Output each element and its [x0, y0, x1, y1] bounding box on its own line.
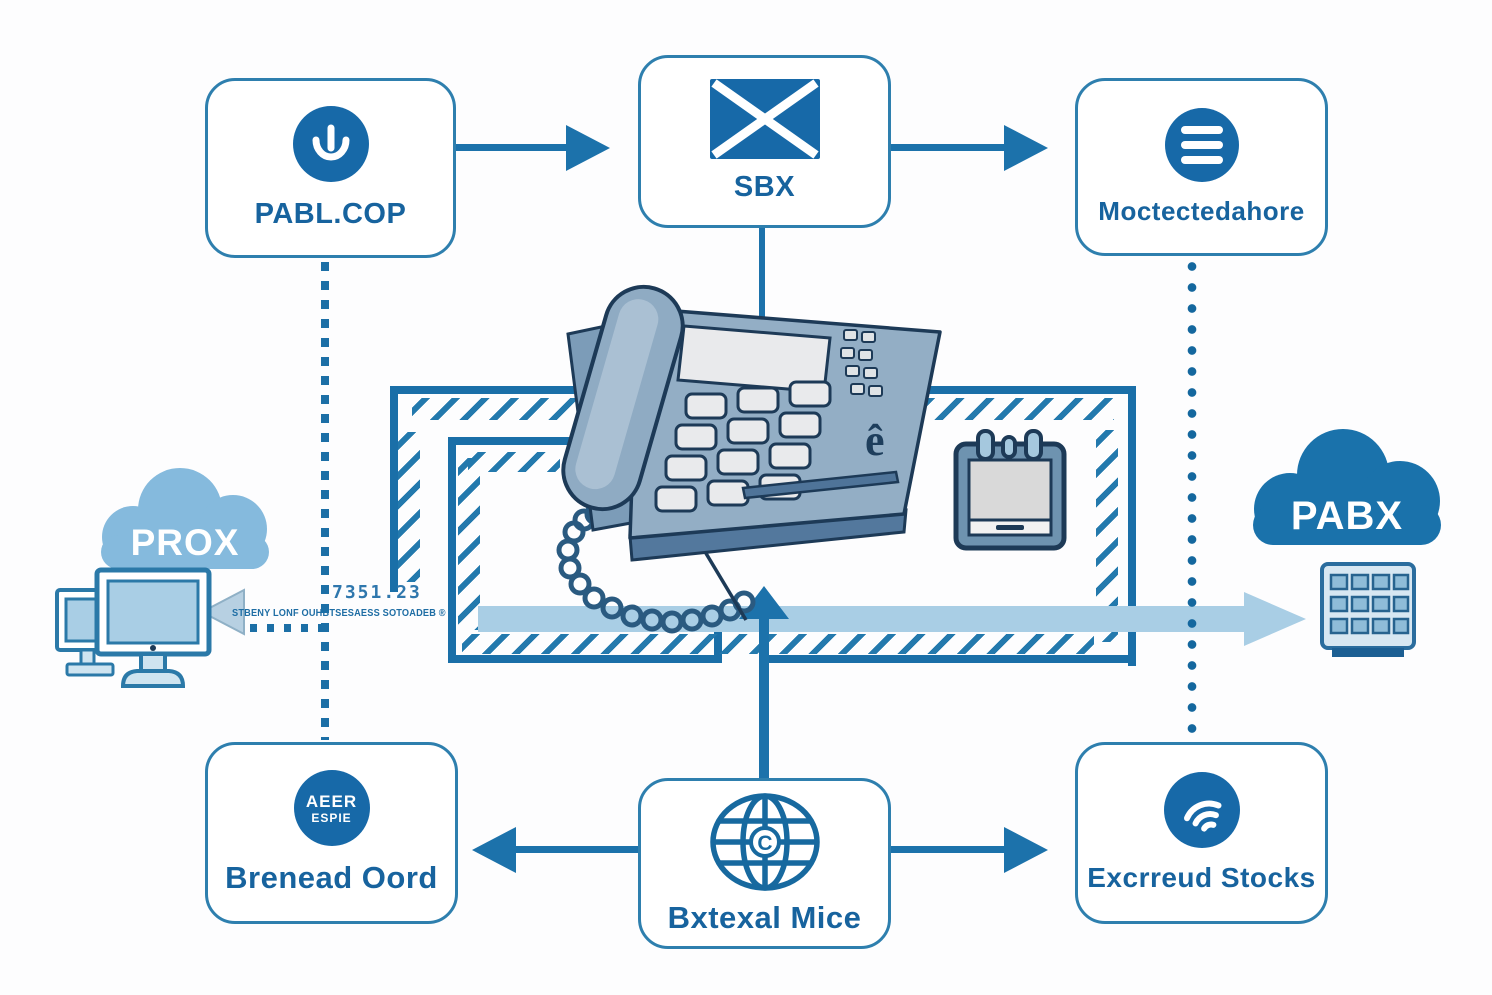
node-top-left: PABL.COP [205, 78, 456, 258]
node-bottom-left: AEER ESPIE Brenead Oord [205, 742, 458, 924]
inner-box-bottom-border [448, 655, 720, 663]
cloud-pabx: PABX [1253, 429, 1441, 545]
cloud-pabx-label: PABX [1291, 494, 1403, 538]
small-left-arrow-icon [200, 588, 245, 636]
envelope-icon [709, 79, 820, 159]
node-bottom-center-label: Bxtexal Mice [667, 899, 862, 935]
wifi-icon [1163, 772, 1240, 848]
inner-box-left-border [448, 437, 456, 663]
outer-box-bottom-border-right [762, 655, 1132, 663]
cloud-prox: PROX [101, 468, 269, 569]
cloud-prox-label: PROX [131, 522, 240, 563]
arrow-center-to-bottomright-head [1004, 827, 1048, 873]
dotted-trail [250, 624, 334, 632]
desk-phone-illustration [556, 284, 942, 634]
hatch-bottom-row [462, 634, 1094, 654]
hatch-right-column [1096, 430, 1118, 642]
arrow-sbx-to-topright-line [888, 144, 1006, 151]
dotted-line-right [1187, 256, 1197, 742]
outer-box-right-border [1128, 386, 1136, 666]
node-bottom-right-label: Excrreud Stocks [1087, 862, 1316, 893]
arrow-sbx-to-topright-head [1004, 125, 1048, 171]
node-top-right: Moctectedahore [1075, 78, 1328, 256]
node-bottom-left-label: Brenead Oord [225, 860, 438, 895]
hatch-inner-top-row [468, 452, 560, 472]
arrow-center-to-bottomleft-line [514, 846, 638, 853]
node-top-center-label: SBX [733, 171, 796, 203]
building-icon [1320, 562, 1416, 657]
up-arrow-shaft [759, 616, 769, 782]
node-top-center: SBX [638, 55, 891, 228]
computers-icon [55, 567, 212, 688]
node-bottom-right: Excrreud Stocks [1075, 742, 1328, 924]
arrow-topleft-to-sbx-head [566, 125, 610, 171]
flow-band-arrowhead [1244, 592, 1306, 646]
annotation-fine-print: STBENY LONF OUHBTSESAESS SOTOADEB ® [232, 608, 446, 619]
node-top-left-label: PABL.COP [254, 197, 407, 230]
outer-box-left-border [390, 386, 398, 592]
arrow-center-to-bottomright-line [885, 846, 1006, 853]
power-u-icon [292, 105, 369, 182]
annotation-code: 7351.23 [332, 582, 422, 603]
globe-letter: C [757, 832, 772, 855]
phone-e-mark: ê [865, 416, 885, 465]
arrow-center-to-bottomleft-head [472, 827, 516, 873]
badge-line2: ESPIE [311, 810, 352, 825]
node-top-right-label: Moctectedahore [1098, 195, 1305, 226]
globe-icon: C [709, 792, 820, 891]
arrow-topleft-to-sbx-line [450, 144, 568, 151]
menu-lines-icon [1164, 107, 1239, 182]
badge-line1: AEER [305, 791, 358, 811]
node-bottom-center: C Bxtexal Mice [638, 778, 891, 949]
notepad-icon [953, 429, 1067, 551]
badge-circle-icon: AEER ESPIE [293, 770, 370, 846]
dotted-line-left [321, 262, 329, 740]
sbx-to-phone-line [759, 222, 765, 318]
hatch-inner-left-column [458, 458, 480, 630]
hatch-left-column [398, 432, 420, 582]
